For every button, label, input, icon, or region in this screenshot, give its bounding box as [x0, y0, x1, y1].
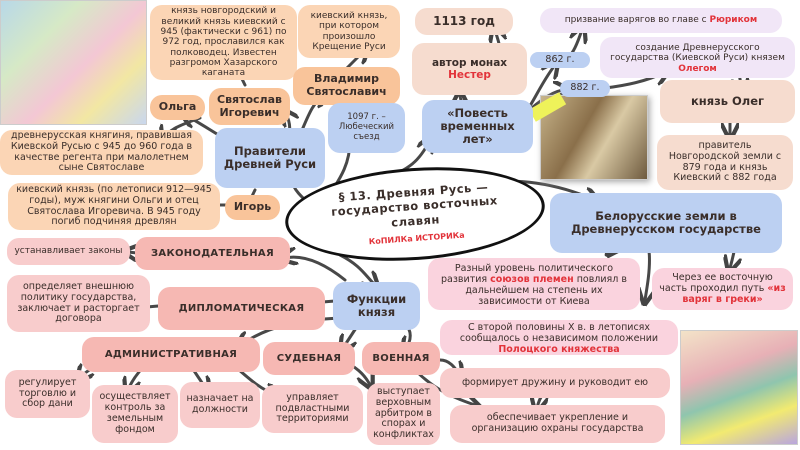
date-862: 862 г. [530, 52, 590, 68]
administrative-item: регулирует торговлю и сбор дани [5, 370, 90, 418]
military-item: формирует дружину и руководит ею [440, 368, 670, 398]
olga-description: древнерусская княгиня, правившая Киевско… [0, 130, 203, 175]
historical-map-image [0, 0, 147, 125]
oleg-description: правитель Новгородской земли с 879 года … [657, 135, 793, 190]
text: Через ее восточную часть проходил путь [659, 272, 773, 294]
svyatoslav-description: князь новгородский и великий князь киевс… [150, 5, 297, 80]
highlight: Полоцкого княжества [498, 343, 620, 355]
military-item: обеспечивает укрепление и организацию ох… [450, 405, 665, 443]
ruler-olga: Ольга [150, 95, 205, 120]
author-name: Нестер [448, 69, 491, 81]
author-prefix: автор монах [431, 56, 508, 69]
rurik: Рюриком [709, 15, 758, 26]
diplomatic-description: определяет внешнюю политику государства,… [7, 275, 150, 332]
vladimir-description: киевский князь, при котором произошло Кр… [298, 5, 400, 58]
event-882-text: создание Древнерусского государства (Кие… [610, 43, 785, 64]
highlight: союзов племен [490, 273, 574, 285]
belarus-point-trade-route: Через ее восточную часть проходил путь «… [652, 268, 793, 310]
event-882-description: создание Древнерусского государства (Кие… [600, 37, 795, 78]
varangians-painting-image [540, 95, 648, 180]
date-882: 882 г. [560, 80, 610, 97]
belarusian-lands: Белорусские земли в Древнерусском госуда… [550, 193, 782, 253]
administrative-item: назначает на должности [180, 382, 260, 428]
ruler-svyatoslav: Святослав Игоревич [209, 88, 290, 125]
function-administrative: АДМИНИСТРАТИВНАЯ [82, 337, 260, 372]
text: Разный уровень политического развития [441, 263, 614, 285]
topic-title: § 13. Древняя Русь — государство восточн… [330, 179, 499, 230]
tale-of-bygone-years: «Повесть временных лет» [422, 100, 533, 153]
belarus-point-tribes: Разный уровень политического развития со… [428, 258, 640, 310]
highlight: «из варяг в греки» [682, 282, 786, 305]
text: С второй половины X в. в летописях сообщ… [459, 322, 659, 344]
legislative-description: устанавливает законы [7, 238, 130, 265]
administrative-item: осуществляет контроль за земельным фондо… [92, 385, 178, 443]
ruler-igor: Игорь [225, 195, 280, 220]
belarus-point-polotsk: С второй половины X в. в летописях сообщ… [440, 320, 678, 355]
function-judicial: СУДЕБНАЯ [263, 342, 355, 375]
belarus-lands-map-image [680, 330, 798, 445]
ruler-vladimir: Владимир Святославич [293, 67, 400, 105]
igor-description: киевский князь (по летописи 912—945 годы… [8, 183, 220, 230]
year-1113: 1113 год [415, 8, 513, 35]
rulers-of-ancient-rus: Правители Древней Руси [215, 128, 325, 188]
administrative-item: управляет подвластными территориями [262, 385, 363, 433]
prince-oleg: князь Олег [660, 80, 795, 123]
judicial-description: выступает верховным арбитром в спорах и … [367, 383, 440, 445]
text: повлиял в дальнейшем на степень их завис… [465, 273, 627, 307]
brand-label: КоПИЛКа ИСТОРИКа [368, 230, 465, 247]
event-862-description: призвание варягов во главе с Рюриком [540, 8, 782, 33]
prince-functions: Функции князя [333, 282, 420, 330]
function-diplomatic: ДИПЛОМАТИЧЕСКАЯ [158, 287, 325, 330]
lubech-congress: 1097 г. – Любеческий съезд [328, 103, 405, 153]
event-862-text: призвание варягов во главе с [564, 15, 707, 26]
function-legislative: ЗАКОНОДАТЕЛЬНАЯ [135, 237, 290, 270]
oleg-name: Олегом [678, 63, 717, 74]
function-military: ВОЕННАЯ [362, 342, 440, 375]
